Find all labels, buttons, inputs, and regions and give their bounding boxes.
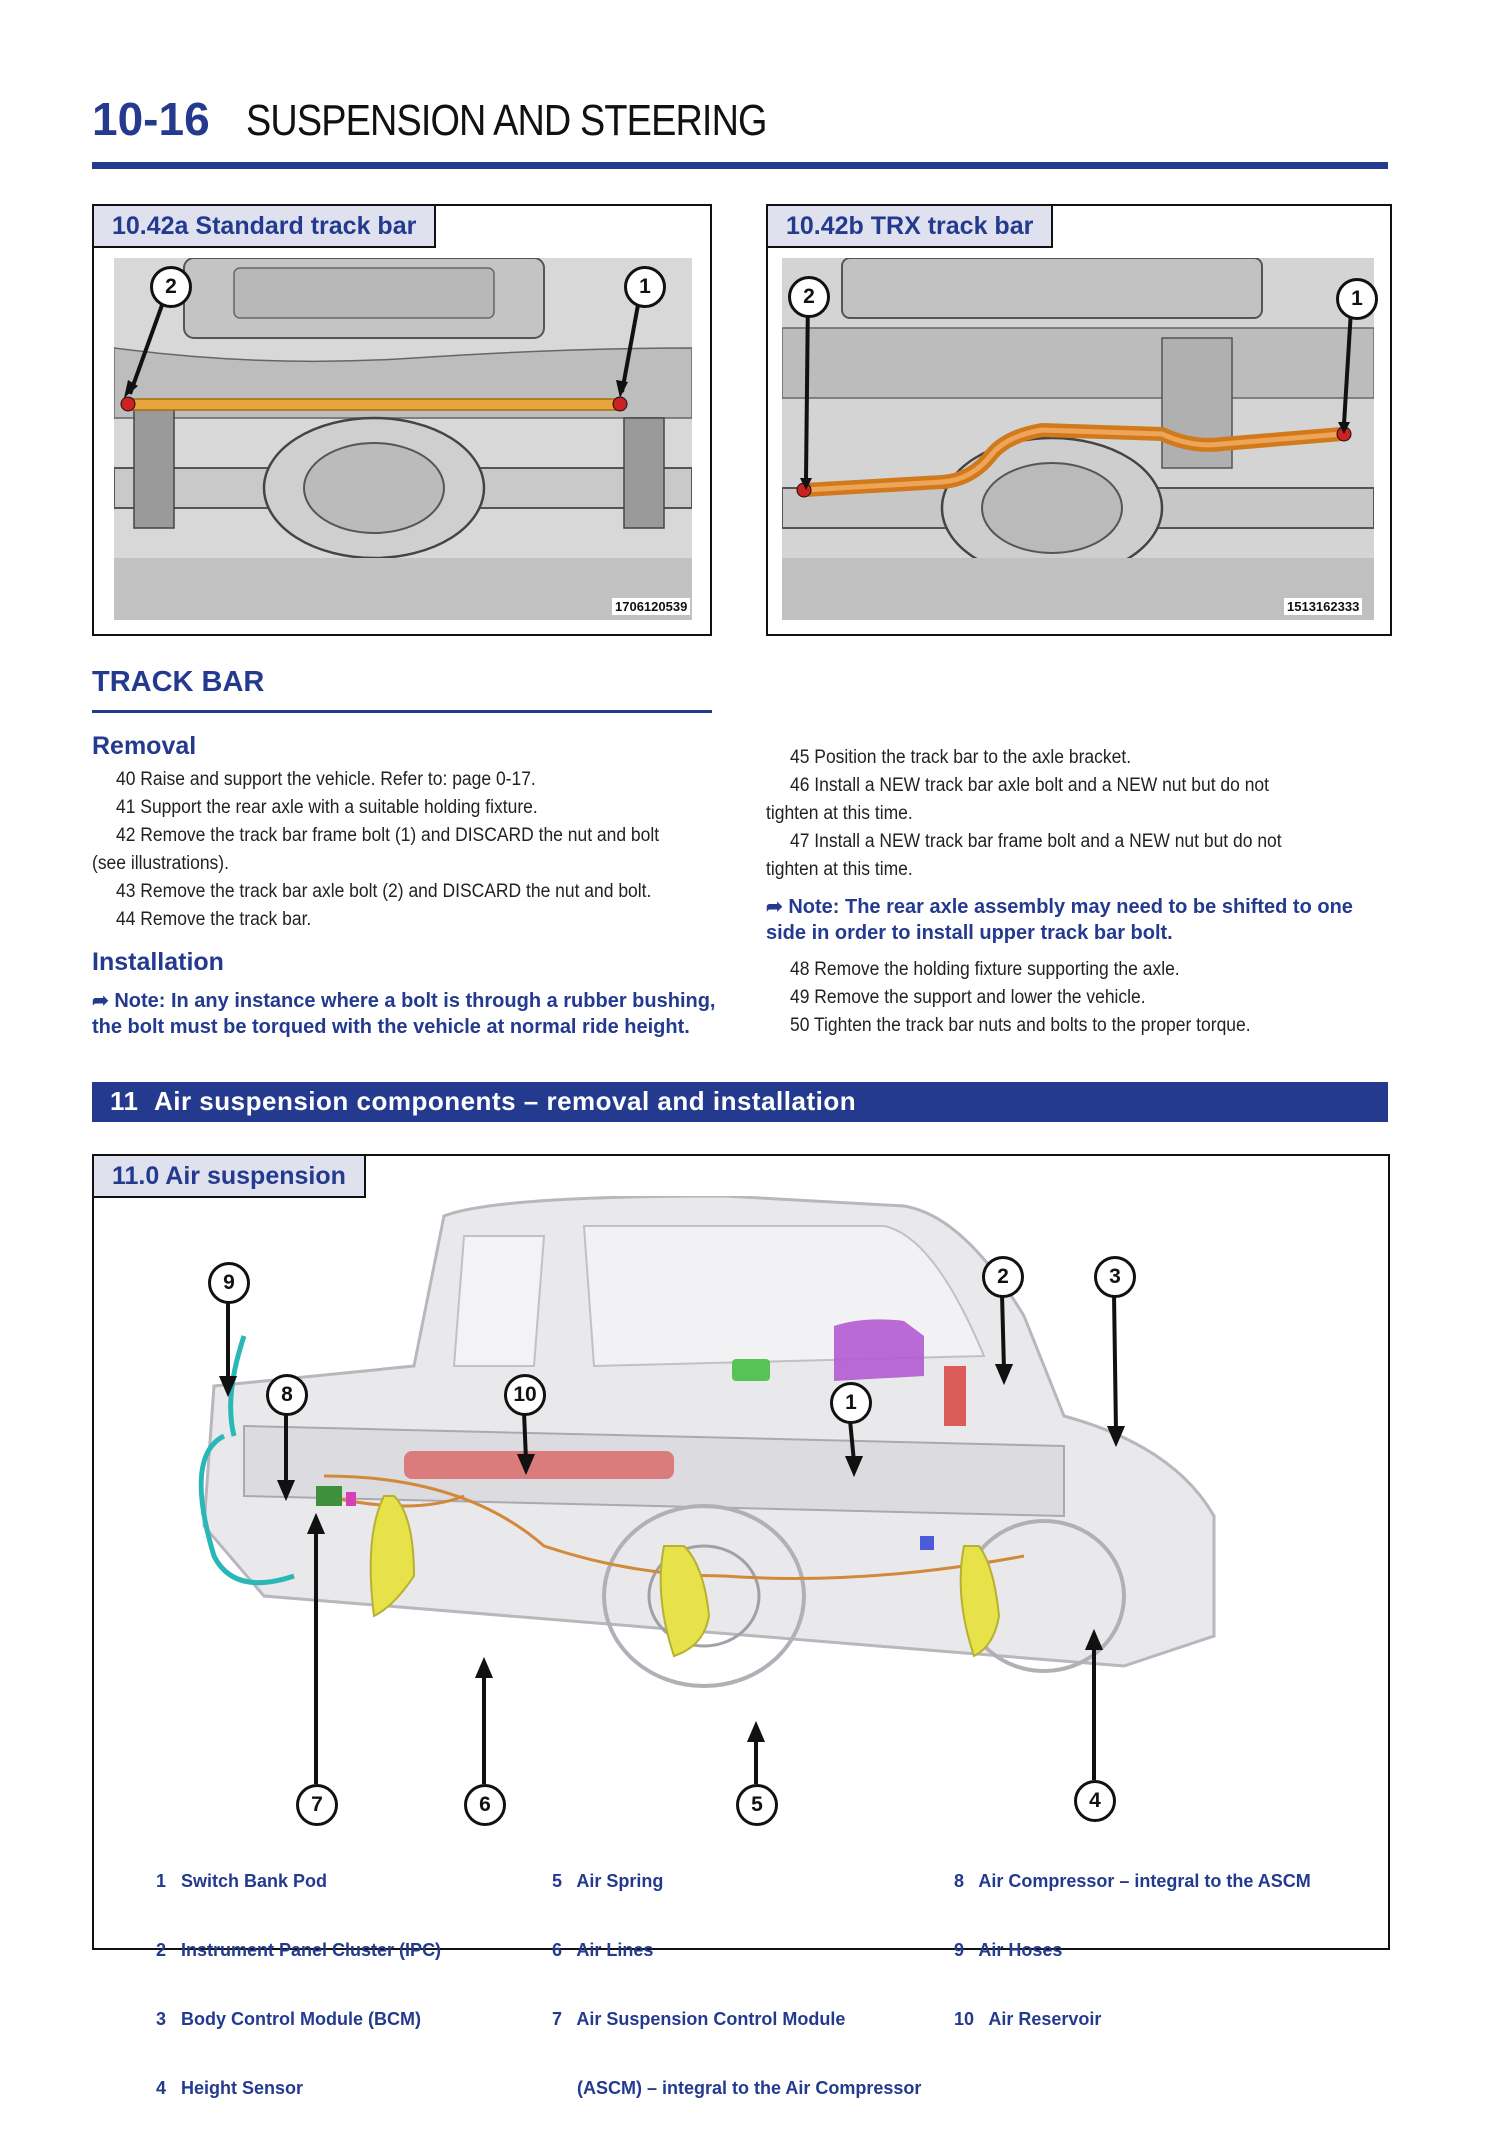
figure-label: 11.0 Air suspension — [94, 1156, 366, 1198]
installation-step: 46 Install a NEW track bar axle bolt and… — [790, 775, 1270, 796]
callout-1: 1 — [1336, 278, 1378, 320]
track-bar-illustration — [114, 258, 692, 620]
removal-step: 41 Support the rear axle with a suitable… — [116, 797, 538, 818]
legend-column-2: 5 Air Spring 6 Air Lines 7 Air Suspensio… — [552, 1824, 921, 2146]
removal-step: 44 Remove the track bar. — [116, 909, 312, 930]
callout-4: 4 — [1074, 1780, 1116, 1822]
section-banner-text: 11 Air suspension components – removal a… — [110, 1086, 856, 1117]
legend-item: 6 Air Lines — [552, 1940, 654, 1960]
callout-2: 2 — [150, 266, 192, 308]
figure-label: 10.42a Standard track bar — [94, 206, 437, 248]
installation-step: 47 Install a NEW track bar frame bolt an… — [790, 831, 1282, 852]
callout-7: 7 — [296, 1784, 338, 1826]
section-title: Air suspension components – removal and … — [153, 1086, 857, 1116]
figure-air-suspension: 11.0 Air suspension — [92, 1154, 1390, 2098]
callout-2: 2 — [788, 276, 830, 318]
installation-note-2: ➦ Note: The rear axle assembly may need … — [766, 896, 1353, 918]
installation-step-cont: tighten at this time. — [766, 803, 913, 824]
callout-6: 6 — [464, 1784, 506, 1826]
figure-standard-track-bar: 10.42a Standard track bar 2 1 1706120539 — [92, 204, 712, 636]
section-number: 11 — [110, 1086, 139, 1116]
page-number: 10-16 — [92, 93, 210, 145]
air-suspension-illustration — [198, 1196, 1216, 1688]
installation-note-2-cont: side in order to install upper track bar… — [766, 922, 1173, 944]
callout-3: 3 — [1094, 1256, 1136, 1298]
callout-2: 2 — [982, 1256, 1024, 1298]
legend-item: 8 Air Compressor – integral to the ASCM — [954, 1871, 1311, 1891]
figure-label: 10.42b TRX track bar — [768, 206, 1054, 248]
section-banner — [92, 1082, 1388, 1122]
legend-item: 9 Air Hoses — [954, 1940, 1063, 1960]
legend-item: 5 Air Spring — [552, 1871, 664, 1891]
callout-8: 8 — [266, 1374, 308, 1416]
installation-step: 49 Remove the support and lower the vehi… — [790, 987, 1146, 1008]
installation-step: 48 Remove the holding fixture supporting… — [790, 959, 1180, 980]
header-rule — [92, 162, 1388, 169]
legend-item: 10 Air Reservoir — [954, 2009, 1102, 2029]
callout-leaders — [218, 1293, 1126, 1784]
installation-step: 45 Position the track bar to the axle br… — [790, 747, 1132, 768]
legend-item: 3 Body Control Module (BCM) — [156, 2009, 421, 2029]
legend-item: 2 Instrument Panel Cluster (IPC) — [156, 1940, 442, 1960]
track-bar-rule — [92, 710, 712, 713]
track-bar-heading: TRACK BAR — [92, 666, 265, 698]
legend-column-1: 1 Switch Bank Pod 2 Instrument Panel Clu… — [156, 1824, 441, 2146]
installation-step-cont: tighten at this time. — [766, 859, 913, 880]
removal-step-cont: (see illustrations). — [92, 853, 229, 874]
legend-item: 4 Height Sensor — [156, 2078, 304, 2098]
photo-id: 1513162333 — [1284, 598, 1363, 615]
callout-5: 5 — [736, 1784, 778, 1826]
installation-note-cont: the bolt must be torqued with the vehicl… — [92, 1016, 690, 1038]
installation-step: 50 Tighten the track bar nuts and bolts … — [790, 1015, 1251, 1036]
installation-heading: Installation — [92, 948, 224, 976]
photo-id: 1706120539 — [612, 598, 691, 615]
legend-item: 7 Air Suspension Control Module — [552, 2009, 846, 2029]
callout-10: 10 — [504, 1374, 546, 1416]
legend-item: 1 Switch Bank Pod — [156, 1871, 328, 1891]
page-title: SUSPENSION AND STEERING — [246, 96, 767, 145]
figure-trx-track-bar: 10.42b TRX track bar 2 1 1513162333 — [766, 204, 1392, 636]
callout-1: 1 — [624, 266, 666, 308]
callout-9: 9 — [208, 1262, 250, 1304]
legend-item: (ASCM) – integral to the Air Compressor — [552, 2078, 922, 2098]
removal-step: 42 Remove the track bar frame bolt (1) a… — [116, 825, 660, 846]
installation-note: ➦ Note: In any instance where a bolt is … — [92, 990, 716, 1012]
callout-1: 1 — [830, 1382, 872, 1424]
removal-heading: Removal — [92, 732, 197, 760]
legend-column-3: 8 Air Compressor – integral to the ASCM … — [954, 1824, 1311, 2077]
removal-step: 40 Raise and support the vehicle. Refer … — [116, 769, 536, 790]
removal-step: 43 Remove the track bar axle bolt (2) an… — [116, 881, 652, 902]
trx-track-bar-illustration — [782, 258, 1374, 620]
